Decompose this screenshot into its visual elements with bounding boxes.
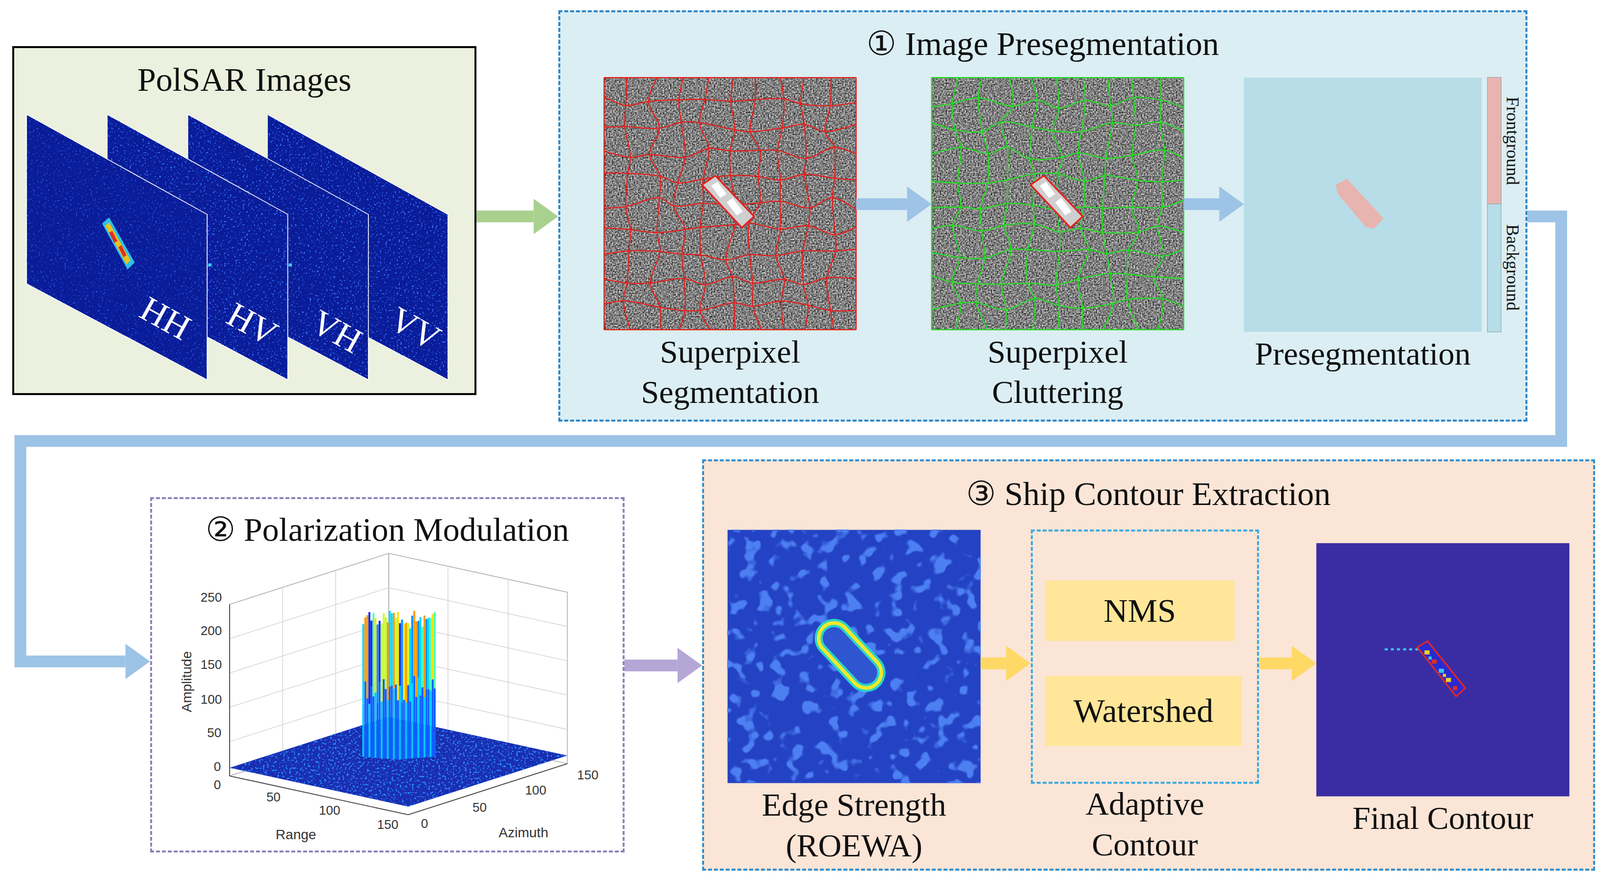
axis-tick: 100 [200,691,222,707]
axis-tick: 0 [420,816,428,831]
image-panel: Edge Strength (ROEWA) [727,529,981,783]
panel-title: ③ Ship Contour Extraction [704,472,1594,515]
axis-tick: 0 [213,777,221,792]
image-caption: Superpixel Segmentation [603,331,857,413]
panel-title: ② Polarization Modulation [152,508,623,551]
axis-tick: 150 [577,767,599,782]
axis-tick: 50 [266,789,281,805]
axis-tick: 250 [200,589,222,604]
process-box: Watershed [1045,675,1242,747]
flow-arrow [1183,186,1244,222]
axis-tick: 150 [200,657,222,672]
legend-label: Background [1502,224,1522,311]
arrow-head [907,186,932,222]
stage-panel: ① Image PresegmentationSuperpixel Segmen… [558,10,1528,422]
image-caption: Presegmentation [1243,333,1482,375]
axis-tick: 100 [524,782,547,797]
panel-title: ① Image Presegmentation [560,23,1526,65]
arrow-head [125,643,151,680]
stage-panel: ② Polarization Modulation [150,497,625,853]
arrow-shaft [980,657,1007,670]
stage-panel: ③ Ship Contour ExtractionEdge Strength (… [702,459,1596,871]
flow-arrow [20,216,1562,680]
image-caption: Superpixel Cluttering [931,331,1184,413]
axis-tick: 0 [213,759,221,774]
image-caption: Final Contour [1316,797,1570,839]
flow-arrow [1259,645,1316,682]
arrow-shaft [856,198,908,210]
axis-title: Range [275,827,317,843]
image-panel: Superpixel Segmentation [603,77,857,330]
axis-tick: 50 [472,800,487,815]
legend-swatch [1487,204,1501,332]
arrow-shaft [476,210,534,223]
flow-arrow [856,186,932,222]
arrow-head [1291,645,1317,682]
flow-arrow [624,647,703,683]
axis-title: Amplitude [179,651,195,713]
panel-title: PolSAR Images [14,58,475,101]
arrow-shaft [1183,198,1220,210]
image-panel: Superpixel Cluttering [931,77,1184,330]
image-panel: Final Contour [1316,542,1570,796]
legend-label: Frontground [1502,96,1522,185]
flow-arrow [476,198,558,235]
process-label: Watershed [1045,675,1242,747]
arrow-head [533,198,559,235]
axis-tick: 50 [207,725,222,740]
process-label: NMS [1045,580,1235,641]
arrow-head [677,647,703,683]
arrow-head [1006,645,1031,682]
axis-tick: 200 [200,623,222,638]
legend-swatch [1487,77,1501,205]
group-box: Adaptive ContourNMSWatershed [1030,529,1260,784]
image-panel: Presegmentation [1243,77,1482,332]
arrow-shaft [624,659,678,672]
arrow-shaft [20,216,1562,662]
image-caption: Edge Strength (ROEWA) [727,784,981,866]
axis-tick: 150 [377,817,399,832]
axis-title: Azimuth [498,825,549,841]
arrow-head [1219,186,1244,222]
flow-arrow [980,645,1031,682]
axis-tick: 100 [318,803,341,818]
image-caption: Adaptive Contour [1032,783,1258,865]
process-box: NMS [1045,580,1235,641]
arrow-shaft [1259,657,1292,670]
